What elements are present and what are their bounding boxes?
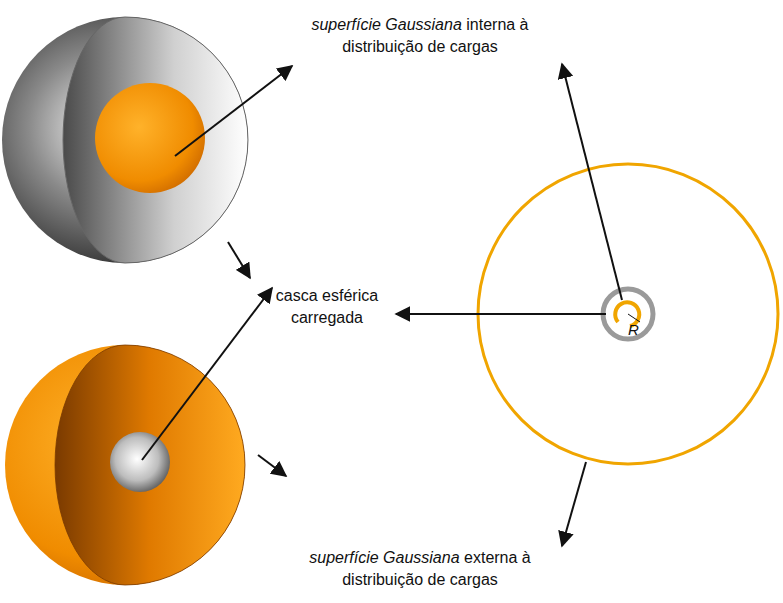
radius-label: R bbox=[628, 321, 639, 338]
label-group: R bbox=[628, 322, 642, 338]
callout-label: superfície Gaussiana bbox=[309, 549, 459, 566]
label-group: superfície Gaussianainterna à distribuiç… bbox=[304, 14, 536, 58]
callout-label: superfície Gaussiana bbox=[311, 16, 461, 33]
label-group: casca esférica carregada bbox=[262, 285, 392, 329]
label-group: superfície Gaussianaexterna à distribuiç… bbox=[300, 547, 540, 591]
callout-label: casca esférica carregada bbox=[276, 287, 378, 326]
leader-arrows bbox=[142, 64, 622, 546]
charged-shell-figure bbox=[2, 17, 248, 263]
gaussian-sphere-figure bbox=[5, 345, 245, 585]
